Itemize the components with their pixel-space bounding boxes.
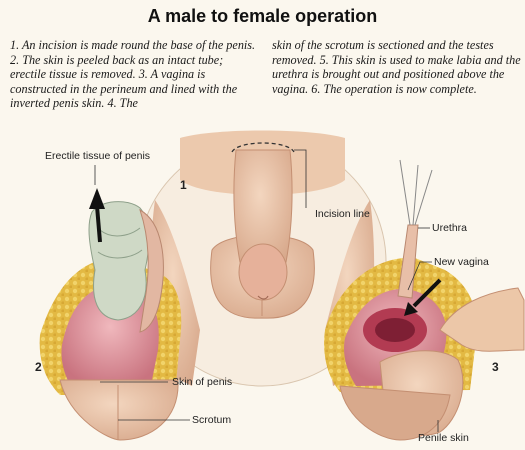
page-title: A male to female operation <box>147 6 378 26</box>
urethra-tube <box>397 224 419 299</box>
fig3-scrotum <box>339 385 451 441</box>
hand <box>439 287 525 352</box>
figure-3 <box>324 159 525 441</box>
catheter-wire-1 <box>399 159 411 226</box>
figure-2 <box>39 165 190 441</box>
fig3-arrow-shaft <box>412 278 442 308</box>
label-new-vagina: New vagina <box>434 256 489 268</box>
catheter-wire-2 <box>412 164 419 226</box>
fig2-arrow-head <box>89 188 105 209</box>
catheter-wire-3 <box>414 169 433 226</box>
fig2-erectile-tissue <box>88 201 150 321</box>
figure-number-2: 2 <box>35 360 42 374</box>
caption-right: skin of the scrotum is sectioned and the… <box>272 38 521 96</box>
incision-leader <box>294 149 307 208</box>
label-penile-skin: Penile skin <box>418 432 469 444</box>
fig1-glans <box>238 243 288 301</box>
label-urethra: Urethra <box>432 222 468 234</box>
label-incision-line: Incision line <box>315 208 370 220</box>
fig3-arrow-head <box>404 302 418 316</box>
figure-number-3: 3 <box>492 360 499 374</box>
figure-number-1: 1 <box>180 178 187 192</box>
fig2-peeled-skin <box>139 208 164 333</box>
label-skin-of-penis: Skin of penis <box>172 376 233 388</box>
fig2-arrow-shaft <box>95 205 102 243</box>
caption-left: 1. An incision is made round the base of… <box>10 38 256 110</box>
label-erectile-tissue: Erectile tissue of penis <box>45 150 151 162</box>
fig2-scrotum <box>59 379 179 441</box>
label-scrotum: Scrotum <box>192 414 232 426</box>
